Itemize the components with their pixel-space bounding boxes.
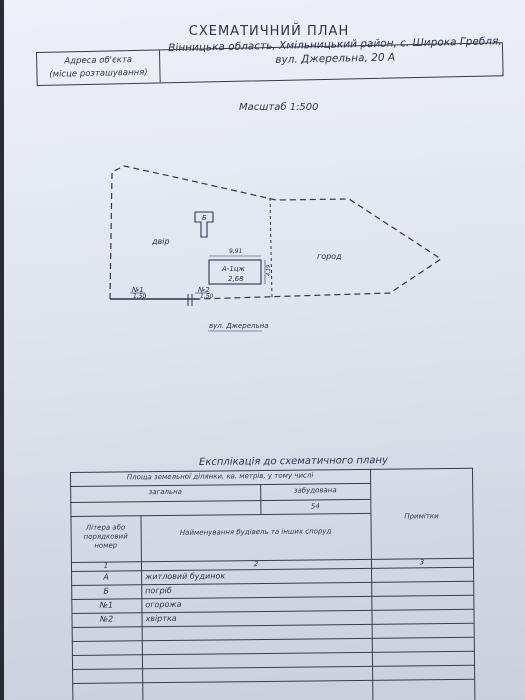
row-name: хвіртка: [145, 613, 177, 624]
letter-header: Літера або порядковий номер: [83, 523, 128, 550]
area-header: Площа земельної ділянки, кв. метрів, у т…: [126, 471, 314, 482]
street-label: вул. Джерельна: [209, 322, 269, 330]
lot-boundary: [109, 165, 443, 300]
row-letter: Б: [103, 586, 110, 596]
row-letter: №1: [99, 600, 114, 610]
house-outline: [208, 259, 262, 285]
scale-label: Масштаб 1:500: [239, 102, 319, 113]
table-line: [71, 636, 474, 642]
explication-table: Площа земельної ділянки, кв. метрів, у т…: [70, 467, 476, 700]
document-sheet: СХЕМАТИЧНИЙ ПЛАН Адреса об'єкта (місце р…: [4, 0, 525, 700]
notes-header: Примітки: [404, 512, 439, 521]
house-area: 2,68: [228, 275, 244, 283]
document-title: СХЕМАТИЧНИЙ ПЛАН: [188, 24, 350, 39]
table-line: [72, 664, 475, 670]
house-label: А-1цж: [221, 265, 246, 273]
cellar-outline: [194, 211, 214, 238]
row-name: погріб: [145, 585, 172, 596]
row-name: огорожа: [145, 599, 182, 610]
name-header: Найменування будівель та інших споруд: [179, 527, 332, 537]
built-area-value: 54: [310, 502, 320, 511]
table-line: [71, 622, 474, 628]
row-letter: №2: [99, 614, 114, 624]
row-name: житловий будинок: [145, 571, 226, 582]
garden-label: город: [317, 252, 342, 261]
fence-length: 1,50: [133, 293, 147, 300]
gate-length: 1,50: [200, 293, 214, 300]
total-area-value: [70, 503, 260, 505]
table-line: [71, 650, 474, 656]
house-width-label: 9,91: [229, 248, 242, 255]
fence-label: №1: [131, 286, 144, 294]
table-line: [72, 678, 475, 684]
column-number: 3: [419, 558, 425, 567]
gate-label: №2: [197, 286, 210, 294]
yard-garden-divider: [269, 197, 273, 299]
built-area-header: забудована: [293, 486, 337, 495]
yard-label: двір: [151, 237, 170, 246]
column-number: 1: [103, 561, 109, 570]
total-area-header: загальна: [148, 487, 182, 497]
table-line: [70, 512, 371, 517]
explication-title: Експлікація до схематичного плану: [198, 455, 388, 468]
cellar-letter: Б: [202, 214, 207, 222]
house-depth-label: 4,19: [266, 265, 272, 276]
row-letter: А: [103, 572, 109, 582]
site-plan: Б 9,91 4,19 А-1цж 2,68 двір город №1 1,5…: [109, 165, 443, 332]
